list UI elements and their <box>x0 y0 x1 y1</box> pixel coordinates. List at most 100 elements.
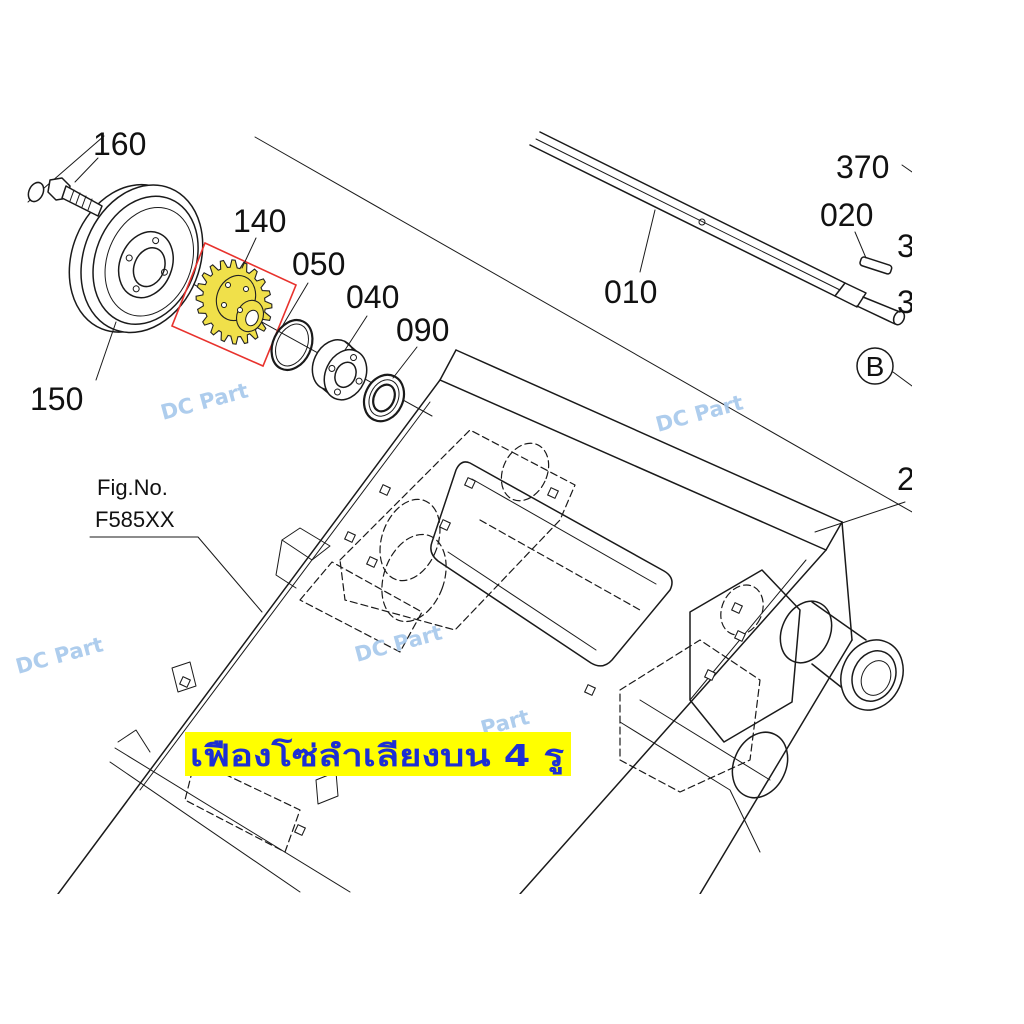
leader-090 <box>392 346 418 379</box>
callout-3-lower: 3 <box>897 284 915 320</box>
boss-bore <box>860 660 892 696</box>
callout-140: 140 <box>233 203 286 239</box>
watermark: DC Part <box>13 632 106 678</box>
leader-160 <box>74 157 99 183</box>
housing-left-shelf <box>109 729 351 893</box>
hidden-sprocket <box>379 498 441 582</box>
frame-edge-line <box>254 136 912 513</box>
shaft-step <box>834 282 867 308</box>
bolt-thread-lines <box>69 189 93 211</box>
housing-top-end-edge <box>455 349 843 523</box>
housing-right-face-edge <box>699 639 853 894</box>
callout-labels: 160 140 050 040 090 010 370 020 3 3 2 15… <box>30 126 915 532</box>
boss-front-face <box>840 639 904 711</box>
snap-ring-inner <box>275 323 309 367</box>
shaft-edge <box>539 131 846 284</box>
highlight-label: เฟืองโซ่ลำเลียงบน 4 รู <box>185 732 571 776</box>
watermark: DC Part <box>653 390 746 436</box>
hidden-bore <box>500 442 550 502</box>
pulley-hub-hole <box>152 237 160 245</box>
seal-lip <box>368 379 400 417</box>
bolt-head <box>463 476 477 490</box>
callout-020: 020 <box>820 197 873 233</box>
key-020 <box>859 256 893 275</box>
sprocket-hub-hole <box>243 286 249 292</box>
pulley-hub-hole <box>160 268 168 276</box>
leader-020 <box>854 231 867 259</box>
housing-lip-cap <box>825 521 843 551</box>
hidden-sprocket <box>381 533 447 623</box>
section-marker-b: B <box>866 351 885 382</box>
sprocket-highlight-box <box>170 241 298 368</box>
hidden-plate <box>339 429 576 631</box>
housing-left-long-edge <box>57 379 441 894</box>
callout-150: 150 <box>30 381 83 417</box>
housing-lip-cap <box>439 349 457 381</box>
sprocket-hub-hole <box>221 302 227 308</box>
leader-150 <box>95 321 117 381</box>
housing-right-face-edge <box>841 521 853 641</box>
bolt-head <box>546 486 560 500</box>
bearing-040 <box>311 339 368 401</box>
shaft-010 <box>529 131 906 326</box>
pulley-150 <box>68 183 204 334</box>
section-marker-circle <box>856 347 894 385</box>
bearing-ball <box>350 354 358 362</box>
hidden-plate <box>299 561 423 653</box>
bolt-head <box>365 555 379 569</box>
bearing-front-face <box>323 348 368 401</box>
snap-ring-050 <box>270 319 314 371</box>
leader-140 <box>241 237 257 269</box>
bolt-head <box>733 629 747 643</box>
bolt-head <box>343 530 357 544</box>
bolt-head <box>378 483 392 497</box>
housing-left-tab <box>171 661 197 693</box>
highlight-label-box <box>185 732 571 776</box>
watermarks: DC Part DC Part DC Part DC Part Part <box>13 378 746 740</box>
housing-bracket <box>275 527 331 589</box>
watermark: DC Part <box>352 620 445 666</box>
leader-lines <box>74 157 912 613</box>
leader-370 <box>901 164 912 173</box>
housing-window-inner-line <box>447 551 597 651</box>
housing-round-cap <box>731 731 789 799</box>
pulley-hub <box>117 230 174 299</box>
sprocket-hub-hole <box>225 282 231 288</box>
housing-top-window <box>430 461 673 667</box>
leader-050 <box>282 282 309 326</box>
housing-lower-plate <box>619 699 771 853</box>
bolt-head <box>178 675 192 689</box>
sprocket-140 <box>170 241 298 368</box>
bearing-ball <box>355 377 363 385</box>
pulley-bore <box>132 247 166 288</box>
callout-3-upper: 3 <box>897 228 915 264</box>
sprocket-splined-bore <box>245 309 259 327</box>
shaft-end-face <box>892 310 906 326</box>
leader-b <box>892 371 912 387</box>
callout-040: 040 <box>346 279 399 315</box>
boss-inner-ring <box>851 650 897 702</box>
bolt-160 <box>27 177 103 217</box>
housing-inner-edge <box>139 401 431 791</box>
hidden-plate <box>619 639 761 793</box>
sprocket-hub-hole <box>237 307 243 313</box>
bearing-ball <box>333 388 341 396</box>
bearing-edge <box>343 340 358 352</box>
bolt-washer <box>27 181 45 203</box>
pulley-web <box>104 206 195 317</box>
shaft-edge <box>529 144 836 297</box>
diagram-frame: 160 140 050 040 090 010 370 020 3 3 2 15… <box>27 126 915 894</box>
boss-flange <box>779 600 833 664</box>
boss-edge <box>811 601 867 641</box>
pulley-groove <box>92 195 199 325</box>
leader-040 <box>344 315 368 351</box>
bearing-ball <box>328 364 336 372</box>
housing-lower-tab <box>315 771 339 805</box>
bolt-head <box>438 518 452 532</box>
pulley-hub-hole <box>132 285 140 293</box>
bearing-inner-race <box>334 361 357 389</box>
housing <box>57 349 904 894</box>
callout-370: 370 <box>836 149 889 185</box>
hidden-line <box>479 519 641 611</box>
